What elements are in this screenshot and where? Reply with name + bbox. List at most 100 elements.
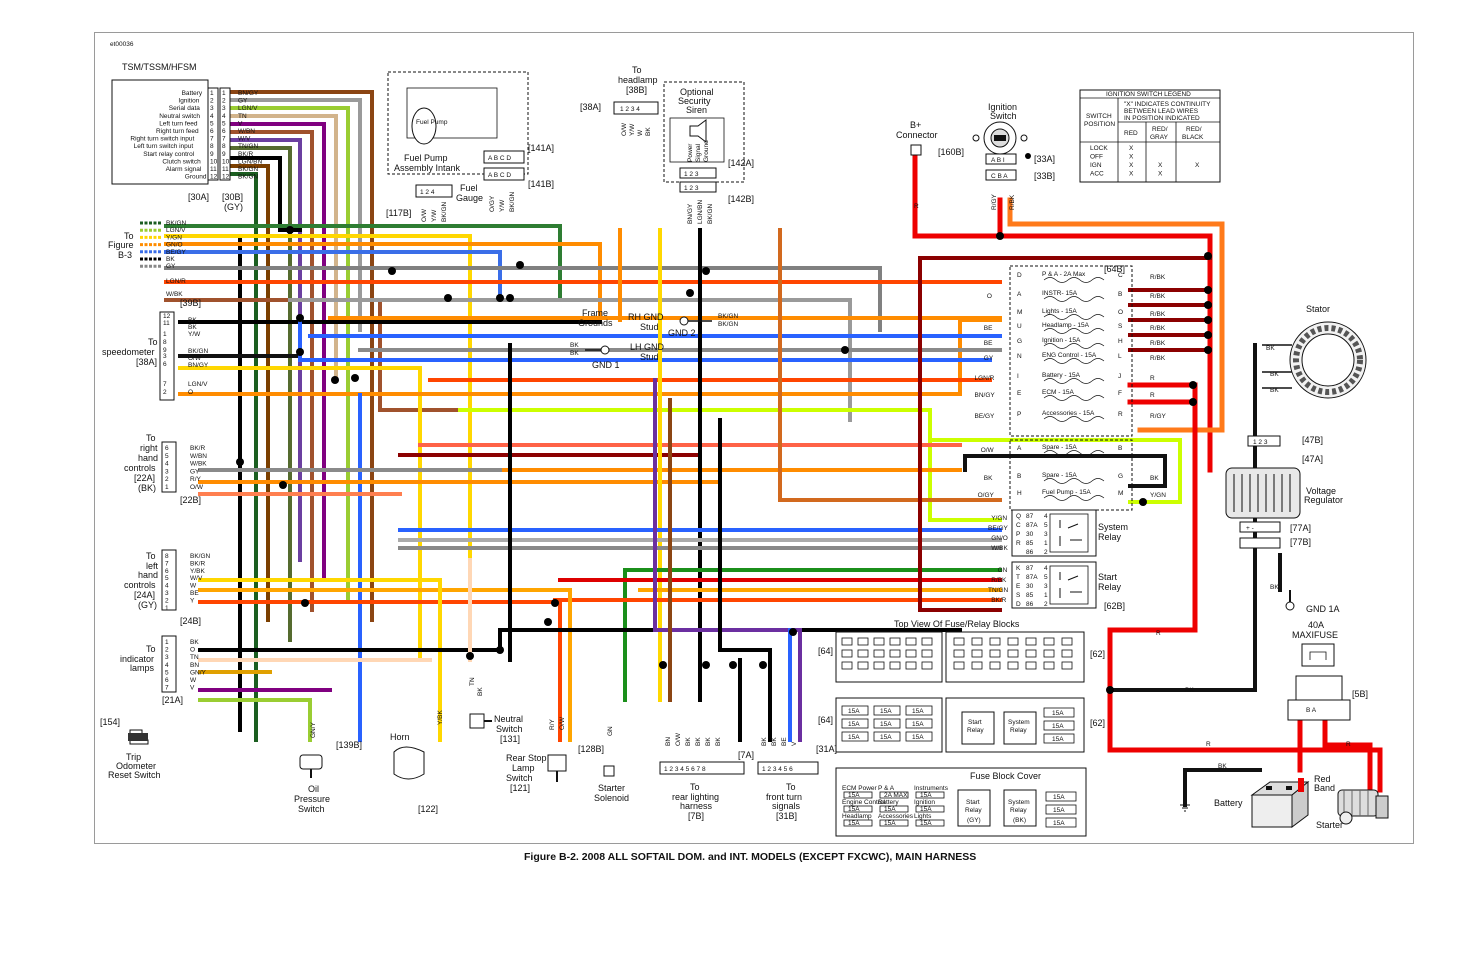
lhc-wire-color: W/V (190, 575, 203, 582)
tsm-pin-num: 2 (210, 98, 214, 105)
relay-pin-letter: R (1016, 540, 1021, 547)
fuse-name: ECM - 15A (1042, 389, 1074, 396)
fv-slot-right (1007, 661, 1019, 670)
speedo-pin: 7 (163, 381, 167, 388)
tsm-title: TSM/TSSM/HFSM (122, 62, 197, 72)
stator: Stator BK BK BK (1262, 304, 1367, 399)
rl-wire-color: BK (695, 737, 702, 746)
fuse-wire-left: BE (984, 325, 993, 332)
tsm-pin-num-b: 5 (222, 120, 226, 127)
neutral-t2: Switch (496, 724, 523, 734)
tsm-ref-a: [30A] (188, 192, 209, 202)
ft-t1: To (786, 782, 796, 792)
fuse-wire-right: R/GY (1150, 413, 1167, 420)
fv-slot (889, 661, 901, 670)
fv-slot-right (971, 661, 983, 670)
tsm-wire-color: BN/GY (238, 90, 259, 97)
fuse-pin-left: N (1017, 353, 1022, 360)
fv-slot-right (1025, 661, 1037, 670)
fuse-symbol (1043, 416, 1105, 422)
neutral-switch: Neutral Switch [131] TN BK (469, 677, 523, 744)
ft-wire-color: BK (771, 737, 778, 746)
relay-pin-num: 85 (1026, 540, 1034, 547)
speedo-pin: 9 (163, 347, 167, 354)
rhc-wire-color: R/Y (190, 476, 202, 483)
stator-wire-1: BK (1266, 345, 1275, 352)
fuel-pump-conn-bot: A B C D (488, 172, 511, 179)
fuse-wire-right: R/BK (1150, 274, 1166, 281)
legend-x: X (1158, 171, 1163, 178)
lhc-pin: 6 (165, 568, 169, 575)
bplus-t2: Connector (896, 130, 938, 140)
rhc-hand: hand (138, 453, 158, 463)
maxifuse: 40A MAXIFUSE B A [5B] (1287, 620, 1368, 721)
security-siren: Optional Security Siren Power Signal Gro… (663, 81, 754, 224)
fv-slot (857, 661, 869, 670)
fv-fuse-label: 15A (912, 734, 924, 741)
relay-wire-color: GN (998, 567, 1008, 574)
relay-pin-letter: K (1016, 565, 1021, 572)
headlamp-to: To (632, 65, 642, 75)
rhc-wire-color: GY (190, 468, 200, 475)
speedo-pin: 8 (163, 339, 167, 346)
tsm-pin-num: 12 (210, 174, 218, 181)
rhc-wire-color: BK/R (190, 445, 205, 452)
legend-redgray1: RED/ (1152, 126, 1168, 133)
lhc-wire-color: Y/BK (190, 568, 205, 575)
lhc-wire-color: BK/GN (190, 553, 211, 560)
tsm-pin-label: Clutch switch (162, 158, 201, 165)
fuse-wire-left: BK (984, 475, 993, 482)
tsm-pin-label: Left turn switch input (134, 143, 194, 150)
siren-ref-b: [142B] (728, 194, 754, 204)
battery-title: Battery (1214, 798, 1243, 808)
ind-lamps: lamps (130, 663, 155, 673)
speedo-pin: 2 (163, 389, 167, 396)
ind-title: indicator (120, 654, 154, 664)
rl-t1: To (690, 782, 700, 792)
relay-pin-right: 5 (1044, 522, 1048, 529)
fuse-symbol (1043, 478, 1105, 484)
neutral-t1: Neutral (494, 714, 523, 724)
fuse-wire-left: O/W (981, 447, 995, 454)
speedometer-connector: LGN/RW/BK [39B] To speedometer [38A] 121… (102, 278, 209, 401)
relay-pin-num: 87 (1026, 565, 1034, 572)
fv-slot (921, 649, 933, 658)
fv-slot (921, 637, 933, 646)
fv-slot-right (1061, 637, 1073, 646)
fv-fuse (905, 718, 933, 729)
fuse-pin-right: O (1118, 309, 1123, 316)
fv-slot (841, 661, 853, 670)
ind-pin: 1 (165, 639, 169, 646)
fuse-pin-right: F (1118, 390, 1122, 397)
relay-pin-letter: P (1016, 531, 1020, 538)
fv-slot-right (1043, 661, 1055, 670)
ind-pin: 7 (165, 685, 169, 692)
oil-pressure-switch: GN/Y [139B] Oil Pressure Switch (294, 721, 362, 814)
hl-wire-color: Y/W (629, 123, 636, 136)
relay-wire-color: GN/O (991, 535, 1008, 542)
rl-t2: rear lighting (672, 792, 719, 802)
legend-x: X (1129, 171, 1134, 178)
b3-figure: Figure (108, 240, 134, 250)
rhc-pin: 2 (165, 476, 169, 483)
legend-x: X (1129, 162, 1134, 169)
fuse-pin-left: A (1017, 445, 1022, 452)
b3-wire-color: Y/GN (166, 234, 182, 241)
tsm-pin-num: 5 (210, 120, 214, 127)
stator-wire-3: BK (1270, 387, 1279, 394)
relay-pin-letter: C (1016, 522, 1021, 529)
rhc-pin: 6 (165, 445, 169, 452)
fuse-cover-title: Fuse Block Cover (970, 771, 1041, 781)
speedo-lgnr: LGN/R (166, 278, 186, 285)
fv-fuse (873, 731, 901, 742)
fuse-wire-right: R/BK (1150, 311, 1166, 318)
lhc-ref-sub: (GY) (138, 600, 157, 610)
fc-item-label: Lights (914, 813, 932, 820)
tsm-pin-num: 10 (210, 158, 218, 165)
fc-item-amp: 15A (920, 806, 932, 813)
hl-wire-color: W (637, 129, 644, 136)
start-relay-ref: [62B] (1104, 601, 1125, 611)
right-hand-controls: To right hand controls [22A] (BK) [22B] … (124, 433, 207, 505)
fc-right-label: 15A (1053, 807, 1065, 814)
